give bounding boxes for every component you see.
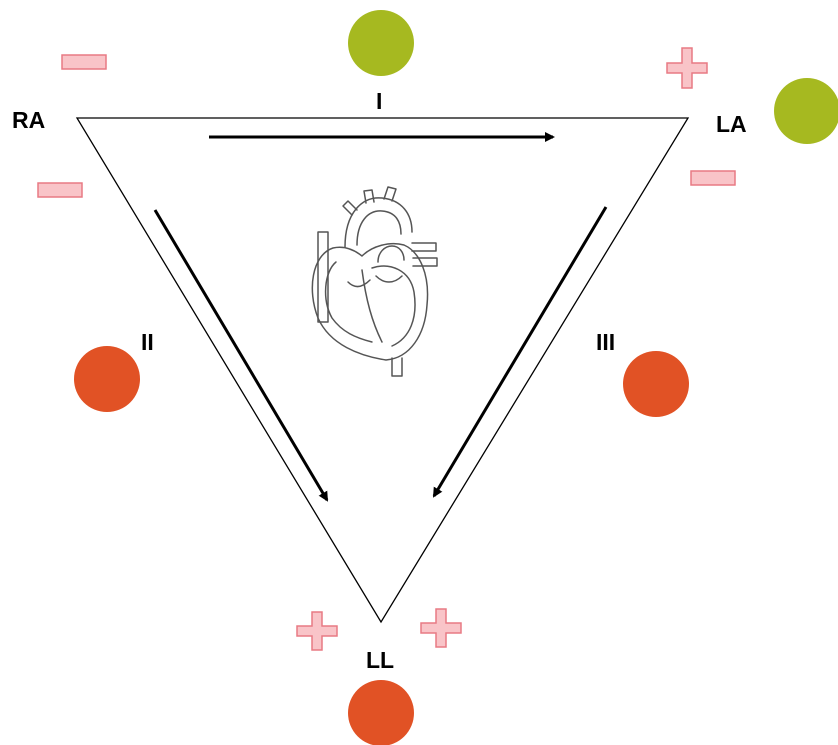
plus-sign-icon [420,608,462,648]
lead-ii-arrow [153,209,329,502]
electrode-right-red [623,351,689,417]
ll-label: LL [366,647,394,673]
lead-i-label: I [376,88,382,114]
minus-sign-icon [37,182,83,198]
ra-label: RA [12,107,45,133]
lead-ii-label: II [141,329,154,355]
lead-iii-label: III [596,329,615,355]
electrode-ll-red [348,680,414,745]
la-label: LA [716,111,747,137]
plus-sign-icon [296,611,338,651]
einthoven-triangle [75,117,690,624]
minus-sign-icon [61,54,107,70]
electrode-top-green [348,10,414,76]
heart-icon [311,186,438,377]
electrode-la-green [774,78,838,144]
lead-iii-arrow [432,206,608,498]
minus-sign-icon [690,170,736,186]
electrode-left-red [74,346,140,412]
plus-sign-icon [666,47,708,89]
